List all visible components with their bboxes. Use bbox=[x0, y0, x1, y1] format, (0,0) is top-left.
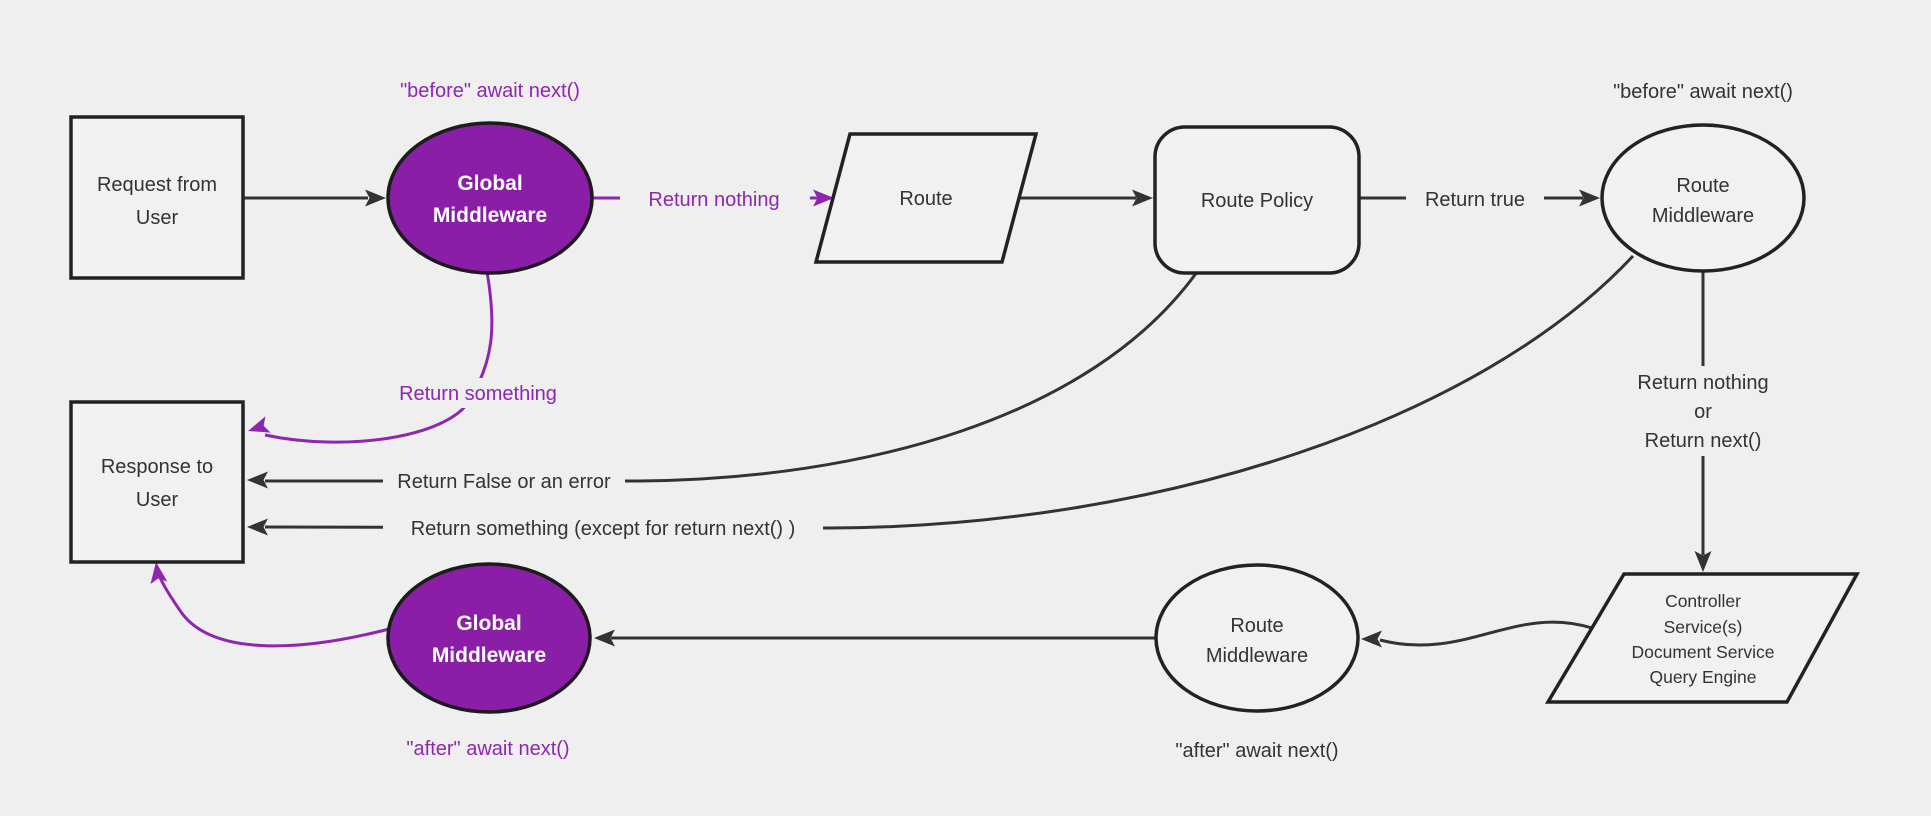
response-label-line1: Response to bbox=[101, 456, 213, 478]
edge-route-policy-to-response bbox=[265, 271, 1199, 483]
global-mw-top-label-line2: Middleware bbox=[433, 204, 547, 227]
controller-label-line4: Query Engine bbox=[1649, 667, 1756, 687]
route-mw-top-label-line2: Middleware bbox=[1652, 205, 1754, 227]
route-mw-bottom-label-line1: Route bbox=[1230, 615, 1283, 637]
response-box bbox=[69, 400, 245, 564]
edge-label-before-await-right: "before" await next() bbox=[1613, 81, 1793, 103]
global-mw-top-label-line1: Global bbox=[457, 172, 522, 195]
arrowhead-route-mw-to-controller bbox=[1694, 551, 1712, 572]
node-global-middleware-top: Global Middleware bbox=[386, 121, 594, 275]
label-bg-return-false bbox=[383, 466, 625, 496]
node-request-from-user: Request from User bbox=[69, 115, 245, 280]
route-label: Route bbox=[899, 188, 952, 210]
arrowhead-route-mw-top-to-response bbox=[247, 518, 268, 536]
controller-label-line3: Document Service bbox=[1632, 642, 1775, 662]
edge-label-return-nothing-or-line3: Return next() bbox=[1645, 430, 1762, 452]
controller-label-line2: Service(s) bbox=[1664, 617, 1743, 637]
node-route: Route bbox=[813, 132, 1039, 264]
node-response-to-user: Response to User bbox=[69, 400, 245, 564]
arrowhead-global-mw-bottom-to-response bbox=[150, 562, 168, 584]
node-route-middleware-bottom: Route Middleware bbox=[1154, 563, 1360, 713]
label-bg-return-nothing bbox=[620, 184, 810, 214]
edge-label-after-await-left: "after" await next() bbox=[406, 738, 569, 760]
route-mw-top-label-line1: Route bbox=[1676, 175, 1729, 197]
arrowhead-global-mw-to-route bbox=[813, 189, 834, 207]
route-mw-bottom-label-line2: Middleware bbox=[1206, 645, 1308, 667]
edge-label-return-nothing-or-line2: or bbox=[1694, 401, 1712, 423]
edge-label-before-await-left: "before" await next() bbox=[400, 80, 580, 102]
route-policy-label: Route Policy bbox=[1201, 190, 1313, 212]
edge-label-return-true: Return true bbox=[1425, 189, 1525, 211]
edge-label-return-something: Return something bbox=[399, 383, 557, 405]
global-mw-bottom-label-line1: Global bbox=[456, 612, 521, 635]
edge-label-return-nothing-or-line1: Return nothing bbox=[1637, 372, 1768, 394]
route-mw-bottom-ellipse bbox=[1154, 563, 1360, 713]
nodes-layer: Request from User Global Middleware Rout… bbox=[69, 115, 1860, 714]
edge-controller-to-route-mw-bottom bbox=[1379, 620, 1593, 647]
route-policy-box bbox=[1153, 125, 1361, 275]
edge-label-return-false-or-error: Return False or an error bbox=[397, 471, 611, 493]
arrowhead-route-policy-to-response bbox=[247, 471, 268, 489]
node-route-middleware-top: Route Middleware bbox=[1600, 123, 1806, 273]
label-bg-return-something bbox=[385, 378, 573, 408]
arrowhead-route-to-route-policy bbox=[1132, 189, 1153, 207]
edge-global-mw-bottom-to-response bbox=[155, 569, 390, 648]
arrowhead-controller-to-route-mw-bottom bbox=[1361, 630, 1382, 648]
request-box bbox=[69, 115, 245, 280]
node-route-policy: Route Policy bbox=[1153, 125, 1361, 275]
controller-label-line1: Controller bbox=[1665, 591, 1741, 611]
edge-label-after-await-middle: "after" await next() bbox=[1175, 740, 1338, 762]
label-bg-return-nothing-or bbox=[1608, 366, 1798, 456]
label-bg-return-something-except bbox=[383, 513, 823, 543]
node-controller-services: Controller Service(s) Document Service Q… bbox=[1544, 572, 1860, 704]
global-mw-top-ellipse bbox=[386, 121, 594, 275]
request-label-line2: User bbox=[136, 207, 179, 229]
arrowhead-global-mw-top-to-response bbox=[248, 416, 271, 433]
node-global-middleware-bottom: Global Middleware bbox=[386, 562, 592, 714]
global-mw-bottom-ellipse bbox=[386, 562, 592, 714]
arrowhead-route-mw-bottom-to-global-mw-bottom bbox=[594, 629, 615, 647]
edge-label-return-something-except: Return something (except for return next… bbox=[411, 518, 796, 540]
arrowhead-route-policy-to-route-mw bbox=[1579, 189, 1600, 207]
global-mw-bottom-label-line2: Middleware bbox=[432, 644, 546, 667]
controller-parallelogram bbox=[1544, 572, 1860, 704]
response-label-line2: User bbox=[136, 489, 179, 511]
edge-route-mw-top-to-response bbox=[264, 254, 1635, 530]
request-label-line1: Request from bbox=[97, 174, 217, 196]
edge-label-return-nothing: Return nothing bbox=[648, 189, 779, 211]
label-bg-return-true bbox=[1406, 184, 1544, 214]
route-mw-top-ellipse bbox=[1600, 123, 1806, 273]
edge-labels-layer: Return nothing Return true Return nothin… bbox=[383, 80, 1798, 762]
route-parallelogram bbox=[813, 132, 1039, 264]
arrowhead-request-to-global-mw bbox=[365, 189, 386, 207]
